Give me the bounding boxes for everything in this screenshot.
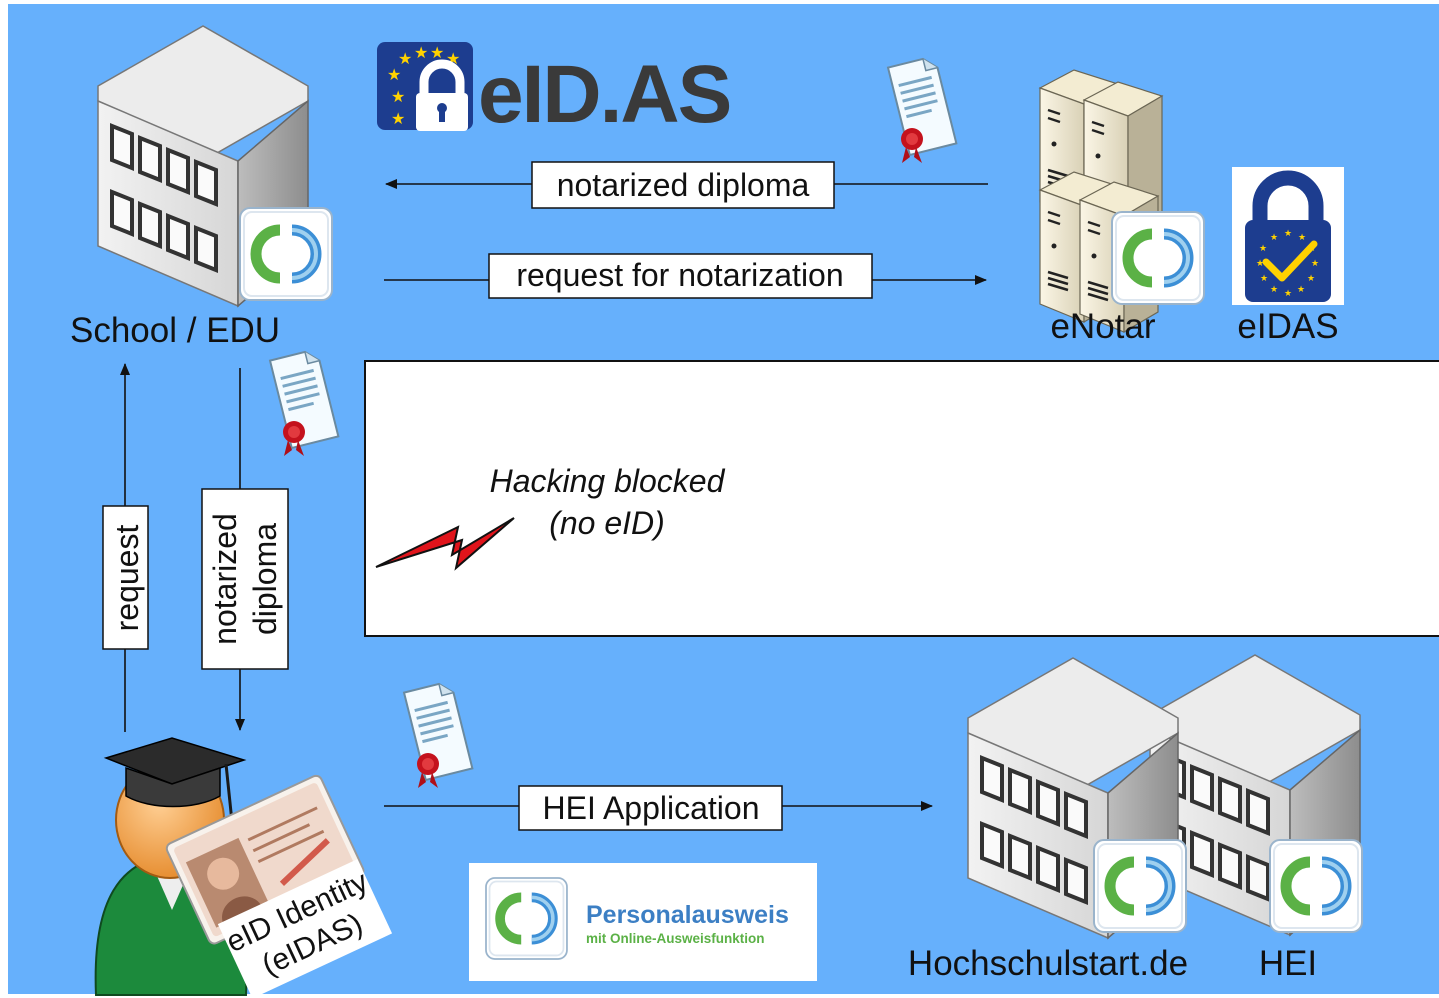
svg-text:★: ★ [414,43,428,62]
lightning-bolt-icon [375,517,515,571]
hacking-panel [364,360,1439,637]
notarized-diploma-box [531,161,835,209]
eid-badge-icon [1112,212,1204,304]
svg-text:★: ★ [1259,244,1267,254]
notarized-diploma-vertical-line2: diploma [247,523,283,635]
request-box [102,505,149,650]
personalausweis-logo: Personalausweis mit Online-Ausweisfunkti… [469,863,817,981]
svg-text:★: ★ [1256,259,1264,269]
eid-badge-icon [1270,840,1362,932]
request-notarization-box [488,253,873,299]
svg-text:★: ★ [1297,285,1305,295]
svg-text:★: ★ [387,65,401,84]
enotar-label: eNotar [1050,307,1155,346]
eidas-lock-icon: ★★★ ★★★ ★★★ ★★★ [1232,167,1344,305]
padlock-icon [419,59,465,95]
notarized-diploma-vertical-box [201,488,289,670]
id-card-icon [165,774,365,945]
svg-text:★: ★ [1270,233,1278,243]
request-notarization-label: request for notarization [516,257,843,293]
svg-text:★: ★ [391,109,405,128]
notarized-diploma-label: notarized diploma [557,167,810,203]
hei-application-box [518,785,783,831]
school-label: School / EDU [70,311,280,350]
request-label: request [109,525,145,632]
hacking-blocked-line1: Hacking blocked [490,463,726,499]
svg-text:★: ★ [1270,285,1278,295]
personalausweis-title: Personalausweis [586,901,789,929]
eid-badge-icon [1094,840,1186,932]
svg-text:★: ★ [1311,259,1319,269]
hei-label: HEI [1259,944,1317,983]
hacking-blocked-line2: (no eID) [549,505,665,541]
hei-application-label: HEI Application [542,790,759,826]
svg-text:★: ★ [391,87,405,106]
svg-text:★: ★ [1260,274,1268,284]
hochschulstart-label: Hochschulstart.de [908,944,1188,983]
eidas-logo: ★★★ ★★★ ★ eID.AS [377,42,732,140]
personalausweis-subtitle: mit Online-Ausweisfunktion [586,931,765,946]
svg-text:★: ★ [398,49,412,68]
svg-text:★: ★ [1284,289,1292,299]
svg-text:★: ★ [430,43,444,62]
svg-text:★: ★ [1284,229,1292,239]
svg-text:★: ★ [1307,274,1315,284]
eid-badge-icon [240,208,332,300]
logo-text: eID.AS [478,49,730,140]
notarized-diploma-vertical-line1: notarized [207,513,243,645]
svg-text:★: ★ [1298,233,1306,243]
eidas-label: eIDAS [1237,307,1338,346]
